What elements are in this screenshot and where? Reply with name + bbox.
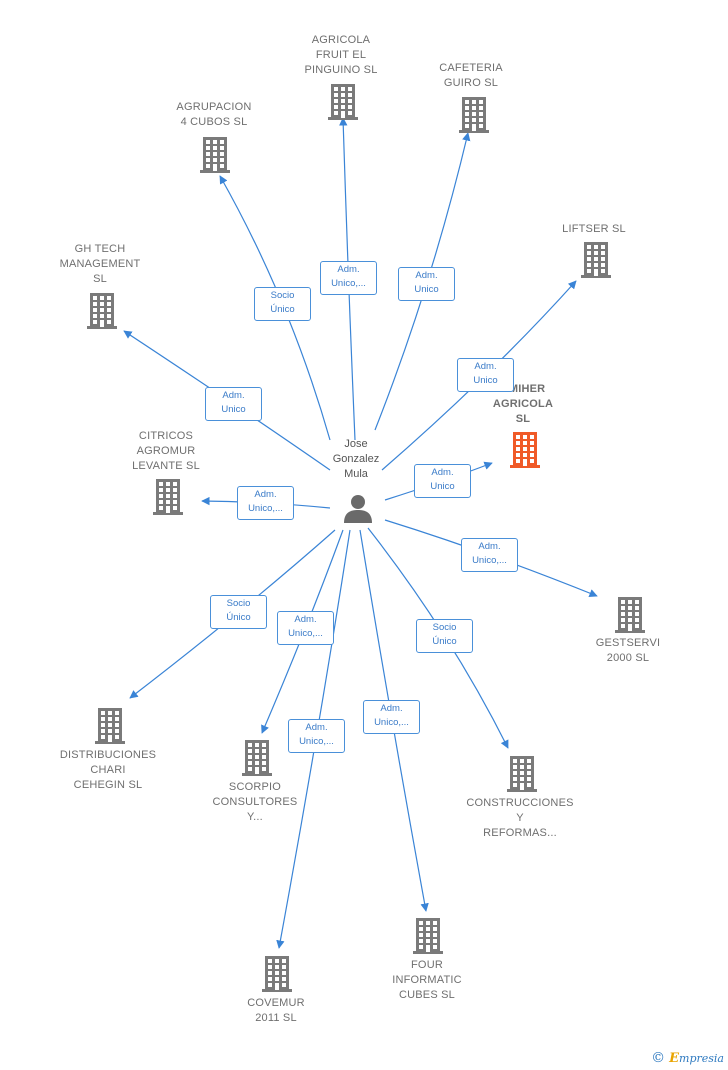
company-label-cafeteria-guiro[interactable]: CAFETERIA GUIRO SL bbox=[439, 62, 503, 89]
relation-label-gh-tech[interactable]: Adm. Unico bbox=[205, 387, 262, 421]
building-icon[interactable] bbox=[87, 293, 117, 329]
relation-label-cafeteria-guiro[interactable]: Adm. Unico bbox=[398, 267, 455, 301]
company-label-covemur[interactable]: COVEMUR 2011 SL bbox=[247, 997, 305, 1024]
company-label-agricola-fruit[interactable]: AGRICOLA FRUIT EL PINGUINO SL bbox=[304, 34, 378, 76]
building-icon[interactable] bbox=[328, 84, 358, 120]
company-label-agrupacion-4-cubos[interactable]: AGRUPACION 4 CUBOS SL bbox=[176, 101, 252, 128]
building-icon[interactable] bbox=[507, 756, 537, 792]
relation-label-citricos[interactable]: Adm. Unico,... bbox=[237, 486, 294, 520]
building-icon[interactable] bbox=[242, 740, 272, 776]
building-icon[interactable] bbox=[413, 918, 443, 954]
building-icon[interactable] bbox=[200, 137, 230, 173]
relation-label-construcciones[interactable]: Socio Único bbox=[416, 619, 473, 653]
person-icon[interactable] bbox=[343, 493, 373, 523]
relation-label-agrupacion-4-cubos[interactable]: Socio Único bbox=[254, 287, 311, 321]
brand-logo: ©Empresia bbox=[651, 1050, 724, 1066]
building-icon[interactable] bbox=[95, 708, 125, 744]
relation-label-four-informatic[interactable]: Adm. Unico,... bbox=[363, 700, 420, 734]
building-icon[interactable] bbox=[153, 479, 183, 515]
building-icon[interactable] bbox=[459, 97, 489, 133]
building-icon[interactable] bbox=[510, 432, 540, 468]
company-label-gestservi[interactable]: GESTSERVI 2000 SL bbox=[595, 637, 661, 664]
person-name[interactable]: Jose Gonzalez Mula bbox=[332, 438, 380, 480]
company-label-distribuciones[interactable]: DISTRIBUCIONES CHARI CEHEGIN SL bbox=[59, 749, 157, 791]
building-icon[interactable] bbox=[581, 242, 611, 278]
relation-label-distribuciones[interactable]: Socio Único bbox=[210, 595, 267, 629]
relation-label-gestservi[interactable]: Adm. Unico,... bbox=[461, 538, 518, 572]
relation-label-liftser[interactable]: Adm. Unico bbox=[457, 358, 514, 392]
company-label-scorpio[interactable]: SCORPIO CONSULTORES Y... bbox=[212, 781, 298, 823]
relation-label-agricola-fruit[interactable]: Adm. Unico,... bbox=[320, 261, 377, 295]
company-label-citricos[interactable]: CITRICOS AGROMUR LEVANTE SL bbox=[132, 430, 200, 472]
building-icon[interactable] bbox=[615, 597, 645, 633]
company-label-gh-tech[interactable]: GH TECH MANAGEMENT SL bbox=[59, 243, 141, 285]
relation-label-covemur[interactable]: Adm. Unico,... bbox=[288, 719, 345, 753]
building-icon[interactable] bbox=[262, 956, 292, 992]
company-label-four-informatic[interactable]: FOUR INFORMATIC CUBES SL bbox=[392, 959, 462, 1001]
company-label-construcciones[interactable]: CONSTRUCCIONES Y REFORMAS... bbox=[466, 797, 574, 839]
relation-label-scorpio[interactable]: Adm. Unico,... bbox=[277, 611, 334, 645]
company-label-liftser[interactable]: LIFTSER SL bbox=[562, 223, 626, 235]
relation-label-amiher[interactable]: Adm. Unico bbox=[414, 464, 471, 498]
